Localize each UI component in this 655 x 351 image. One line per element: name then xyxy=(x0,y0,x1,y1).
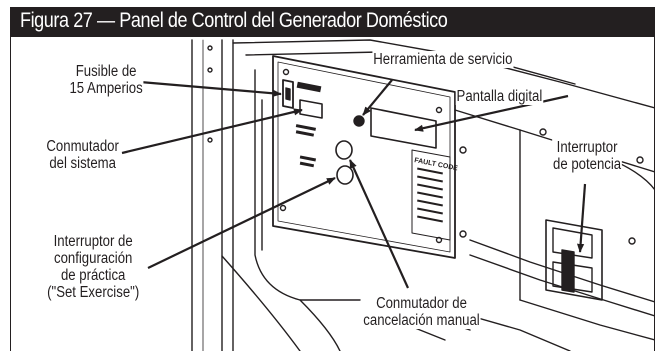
manual-override-label-line: Conmutador de xyxy=(376,295,467,312)
housing-screw xyxy=(459,230,467,238)
service-tool-arrow xyxy=(362,79,393,116)
set-exercise-label: Interruptor de configuración de práctica… xyxy=(46,233,141,301)
set-exercise-label-line: ("Set Exercise") xyxy=(47,284,140,301)
digital-display-label-line: Pantalla digital xyxy=(456,88,543,105)
button-label-mark xyxy=(299,155,317,162)
fault-list-mark xyxy=(417,183,443,191)
system-switch xyxy=(299,99,323,119)
housing-screw xyxy=(636,156,644,164)
brand-logo-mark xyxy=(296,81,322,93)
housing-bottom-line-1 xyxy=(299,299,341,351)
fault-code-panel xyxy=(411,149,451,241)
fault-list-mark xyxy=(417,175,443,183)
circuit-breaker-body xyxy=(545,219,603,301)
digital-display-label: Pantalla digital xyxy=(455,88,544,105)
fuse-label-line: Fusible de xyxy=(75,63,137,80)
manual-override-label-line: cancelación manual xyxy=(363,312,480,329)
figure-title: Figura 27 — Panel de Control del Generad… xyxy=(20,9,448,32)
system-switch-label-line: Conmutador xyxy=(46,138,119,155)
fuse-label: Fusible de 15 Amperios xyxy=(68,63,144,97)
switch-label-mark xyxy=(295,130,315,137)
fuse-holder-slot xyxy=(285,87,291,101)
system-switch-label: Conmutador del sistema xyxy=(45,138,120,172)
circuit-breaker-arrow xyxy=(577,183,587,253)
housing-screw xyxy=(459,146,467,154)
system-switch-arrow xyxy=(121,108,303,155)
set-exercise-arrow xyxy=(147,177,336,269)
control-panel-plate-inner xyxy=(277,61,451,253)
enclosure-slant xyxy=(519,299,655,341)
strip-rivet xyxy=(207,45,213,51)
circuit-breaker-label: Interruptor de potencia xyxy=(552,139,622,173)
circuit-breaker-label-line: Interruptor xyxy=(556,139,618,156)
panel-screw xyxy=(279,204,287,212)
housing-screw xyxy=(628,237,636,245)
manual-override-arrow xyxy=(348,159,410,289)
control-panel-plate xyxy=(272,55,456,259)
manual-override-button xyxy=(335,140,353,160)
set-exercise-label-line: de práctica xyxy=(60,267,126,284)
set-exercise-button xyxy=(336,165,354,185)
housing-screw xyxy=(539,128,547,136)
circuit-breaker-handle-top xyxy=(552,227,593,259)
figure-title-bar: Figura 27 — Panel de Control del Generad… xyxy=(10,7,655,37)
display-window xyxy=(370,107,437,149)
service-tool-label: Herramienta de servicio xyxy=(372,51,514,68)
fault-list-mark xyxy=(417,207,443,215)
frame-left-rule xyxy=(10,37,11,351)
system-switch-label-line: del sistema xyxy=(49,155,116,172)
fuse-holder xyxy=(282,79,294,109)
housing-curve xyxy=(254,69,361,301)
set-exercise-label-line: Interruptor de xyxy=(53,233,133,250)
hood-line-2 xyxy=(245,51,381,56)
manual-override-label: Conmutador de cancelación manual xyxy=(362,295,481,329)
fuse-arrow xyxy=(139,80,282,97)
service-tool-label-line: Herramienta de servicio xyxy=(373,51,513,68)
fault-list-mark xyxy=(417,215,443,223)
strip-rivet xyxy=(207,67,213,73)
panel-screw xyxy=(435,236,443,244)
button-label-mark xyxy=(299,161,315,168)
panel-screw xyxy=(282,68,290,76)
panel-markings xyxy=(295,81,443,223)
strip-rivet xyxy=(207,137,213,143)
switch-label-mark xyxy=(295,124,317,131)
circuit-breaker-toggle xyxy=(561,249,575,293)
fuse-label-line: 15 Amperios xyxy=(69,80,143,97)
fault-list-mark xyxy=(417,167,443,175)
fault-list-mark xyxy=(417,191,443,199)
panel-screw xyxy=(435,106,443,114)
circuit-breaker-label-line: de potencia xyxy=(553,156,622,173)
housing-bottom-line-2 xyxy=(221,255,301,351)
enclosure-right-face-3 xyxy=(469,254,655,317)
service-tool-port xyxy=(353,115,365,127)
circuit-breaker-handle-bottom xyxy=(552,261,593,293)
fault-list-mark xyxy=(417,199,443,207)
fault-code-heading: FAULT CODE xyxy=(414,157,459,172)
set-exercise-label-line: configuración xyxy=(53,250,133,267)
